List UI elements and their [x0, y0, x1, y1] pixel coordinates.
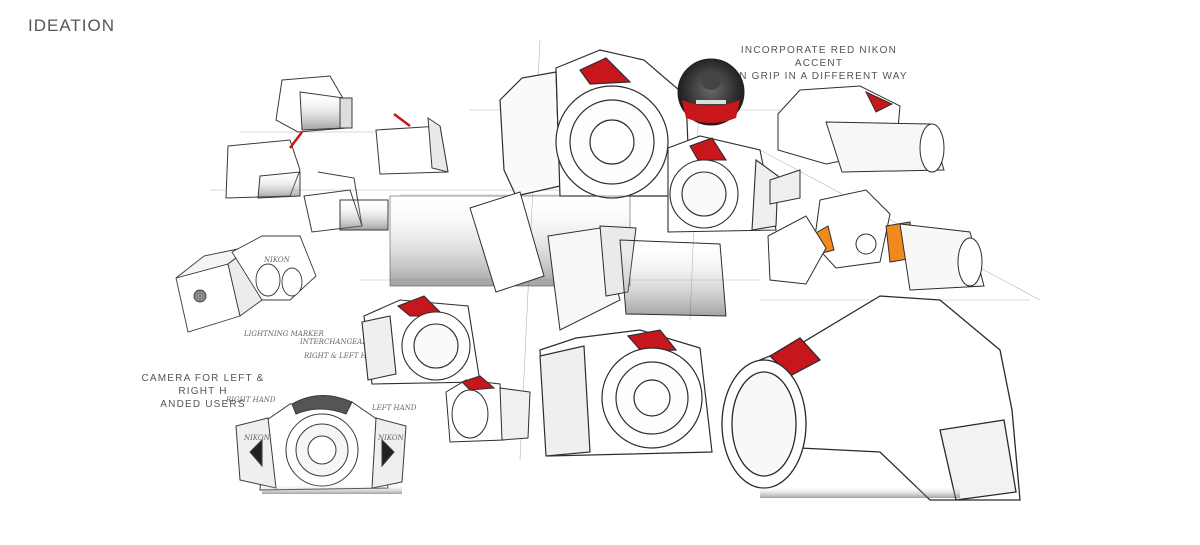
red-accent-annotation-line2: ON GRIP IN A DIFFERENT WAY: [730, 71, 908, 82]
sketch-camera-small-3: [225, 131, 303, 199]
sketch-camera-small-4: [303, 171, 389, 233]
camera-users-annotation-line2: ANDED USERS: [160, 399, 246, 410]
sketch-nikon-cube: NIKON: [175, 235, 317, 333]
sketch-camera-small-2: [375, 113, 449, 175]
sketch-camera-dual-grip: [235, 394, 407, 494]
right-left-hand-note: RIGHT & LEFT HAND: [303, 352, 384, 360]
sketch-lens-grip-top-right: [769, 85, 945, 205]
sketch-grip-central: [469, 191, 727, 331]
sketch-camera-small-bottom: [445, 375, 531, 443]
camera-users-annotation: CAMERA FOR LEFT & RIGHT H ANDED USERS: [138, 372, 268, 411]
nikon-grip-left-label: NIKON: [243, 434, 271, 442]
camera-users-annotation-line1: CAMERA FOR LEFT & RIGHT H: [141, 373, 265, 397]
interchangeable-note: INTERCHANGEABLE PARTS: [299, 338, 403, 346]
left-hand-note: LEFT HAND: [371, 404, 417, 412]
sketch-camera-center-left: [361, 295, 481, 385]
lightning-note: LIGHTNING MARKER: [243, 330, 324, 338]
sketch-camera-hero-bottom: [539, 329, 713, 457]
sketch-camera-small-1: [275, 75, 353, 133]
nikon-grip-badge-photo: [677, 58, 745, 126]
sketch-camera-hero-top: [389, 49, 691, 287]
page-title: IDEATION: [28, 16, 116, 35]
red-accent-annotation-line1: INCORPORATE RED NIKON ACCENT: [740, 45, 898, 69]
right-hand-note: RIGHT HAND: [225, 396, 276, 404]
sketch-lens-orange-accent: [767, 189, 985, 291]
sketch-camera-mid-right: [667, 135, 779, 233]
red-accent-annotation: INCORPORATE RED NIKON ACCENT ON GRIP IN …: [724, 44, 914, 83]
sketch-lens-hero-bottom-right: [721, 295, 1021, 501]
nikon-box-label: NIKON: [263, 256, 291, 264]
nikon-grip-right-label: NIKON: [377, 434, 405, 442]
